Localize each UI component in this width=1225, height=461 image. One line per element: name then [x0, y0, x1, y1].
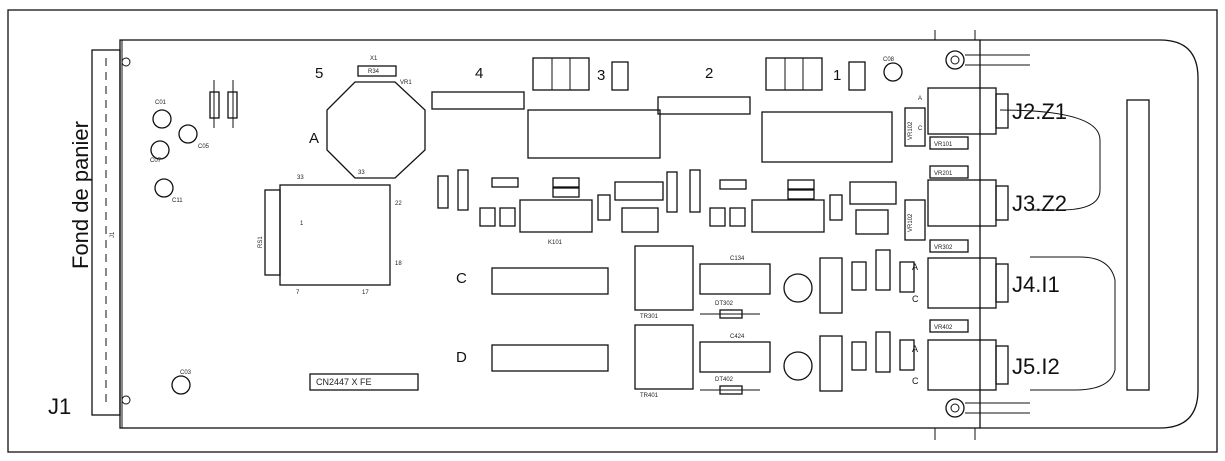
svg-text:VR302: VR302 [934, 245, 953, 251]
jack-j4: VR302 A C [912, 239, 1009, 309]
svg-text:RS1: RS1 [258, 236, 264, 248]
svg-text:K101: K101 [548, 240, 563, 246]
jack-j2: VR102 VR101 A C [904, 87, 1009, 150]
section-a: A [309, 130, 319, 147]
resistors-pair [209, 80, 238, 128]
screw-top [945, 50, 1030, 70]
backplane-label: Fond de panier [68, 121, 93, 269]
board-ref: CN2447 X FE [316, 377, 372, 387]
outer-frame [7, 9, 1218, 453]
ic-row-top [431, 57, 893, 163]
svg-text:C: C [918, 126, 923, 132]
section-5: 5 [315, 65, 323, 82]
svg-text:VR402: VR402 [934, 325, 953, 331]
jack-j3: VR201 VR102 [904, 165, 1009, 241]
mid-components: K101 [437, 169, 897, 246]
faceplate [980, 39, 1199, 429]
x1-octagon: X1 R34 VR1 33 [326, 56, 426, 179]
section-d: D [456, 349, 467, 366]
cable-2 [1030, 256, 1116, 391]
svg-text:C: C [912, 376, 919, 386]
svg-text:VR101: VR101 [934, 142, 953, 148]
jack-j5: VR402 A C [912, 319, 1009, 391]
svg-text:TR301: TR301 [640, 314, 659, 320]
svg-text:J1: J1 [110, 231, 116, 238]
svg-text:A: A [912, 344, 918, 354]
section-1: 1 [833, 67, 841, 84]
svg-text:22: 22 [395, 201, 402, 207]
j5-label: J5.I2 [1012, 354, 1060, 379]
section-2: 2 [705, 65, 713, 82]
ic-d: TR401 C424 DT402 [491, 324, 915, 399]
svg-text:VR201: VR201 [934, 171, 953, 177]
svg-text:17: 17 [362, 290, 369, 296]
svg-text:C01: C01 [155, 100, 167, 106]
j2-label: J2.Z1 [1012, 99, 1067, 124]
j1-label: J1 [48, 394, 71, 419]
capacitors-left: C01 C07 C05 C11 C03 C08 [150, 57, 903, 395]
j1-edge-connector: J1 [91, 49, 131, 416]
svg-text:X1: X1 [370, 56, 378, 62]
svg-text:C134: C134 [730, 256, 745, 262]
svg-text:A: A [918, 96, 922, 102]
svg-text:A: A [912, 262, 918, 272]
section-c: C [456, 270, 467, 287]
svg-text:C11: C11 [172, 198, 183, 204]
svg-text:DT402: DT402 [715, 377, 734, 383]
svg-text:VR1: VR1 [400, 80, 412, 86]
board-ref-box [309, 373, 419, 391]
svg-text:DT302: DT302 [715, 301, 734, 307]
svg-text:C08: C08 [883, 57, 895, 63]
svg-text:33: 33 [297, 175, 304, 181]
svg-text:C07: C07 [150, 158, 162, 164]
svg-text:R34: R34 [368, 69, 380, 75]
board-outline [119, 39, 981, 429]
section-4: 4 [475, 65, 483, 82]
svg-text:VR102: VR102 [908, 121, 914, 140]
svg-text:C03: C03 [180, 370, 192, 376]
j3-label: J3.Z2 [1012, 191, 1067, 216]
svg-text:C: C [912, 294, 919, 304]
svg-text:C05: C05 [198, 144, 210, 150]
svg-text:1: 1 [300, 221, 304, 227]
svg-text:7: 7 [296, 290, 300, 296]
j4-label: J4.I1 [1012, 272, 1060, 297]
svg-text:VR102: VR102 [908, 213, 914, 232]
rs1-block: 1 RS1 33 22 18 7 17 [258, 175, 402, 296]
screw-bottom [945, 398, 1030, 418]
svg-text:18: 18 [395, 261, 402, 267]
section-3: 3 [597, 67, 605, 84]
svg-text:33: 33 [358, 170, 365, 176]
svg-text:C424: C424 [730, 334, 745, 340]
svg-text:TR401: TR401 [640, 393, 659, 399]
ic-c: TR301 C134 DT302 [491, 245, 915, 320]
cable-1 [999, 109, 1101, 211]
